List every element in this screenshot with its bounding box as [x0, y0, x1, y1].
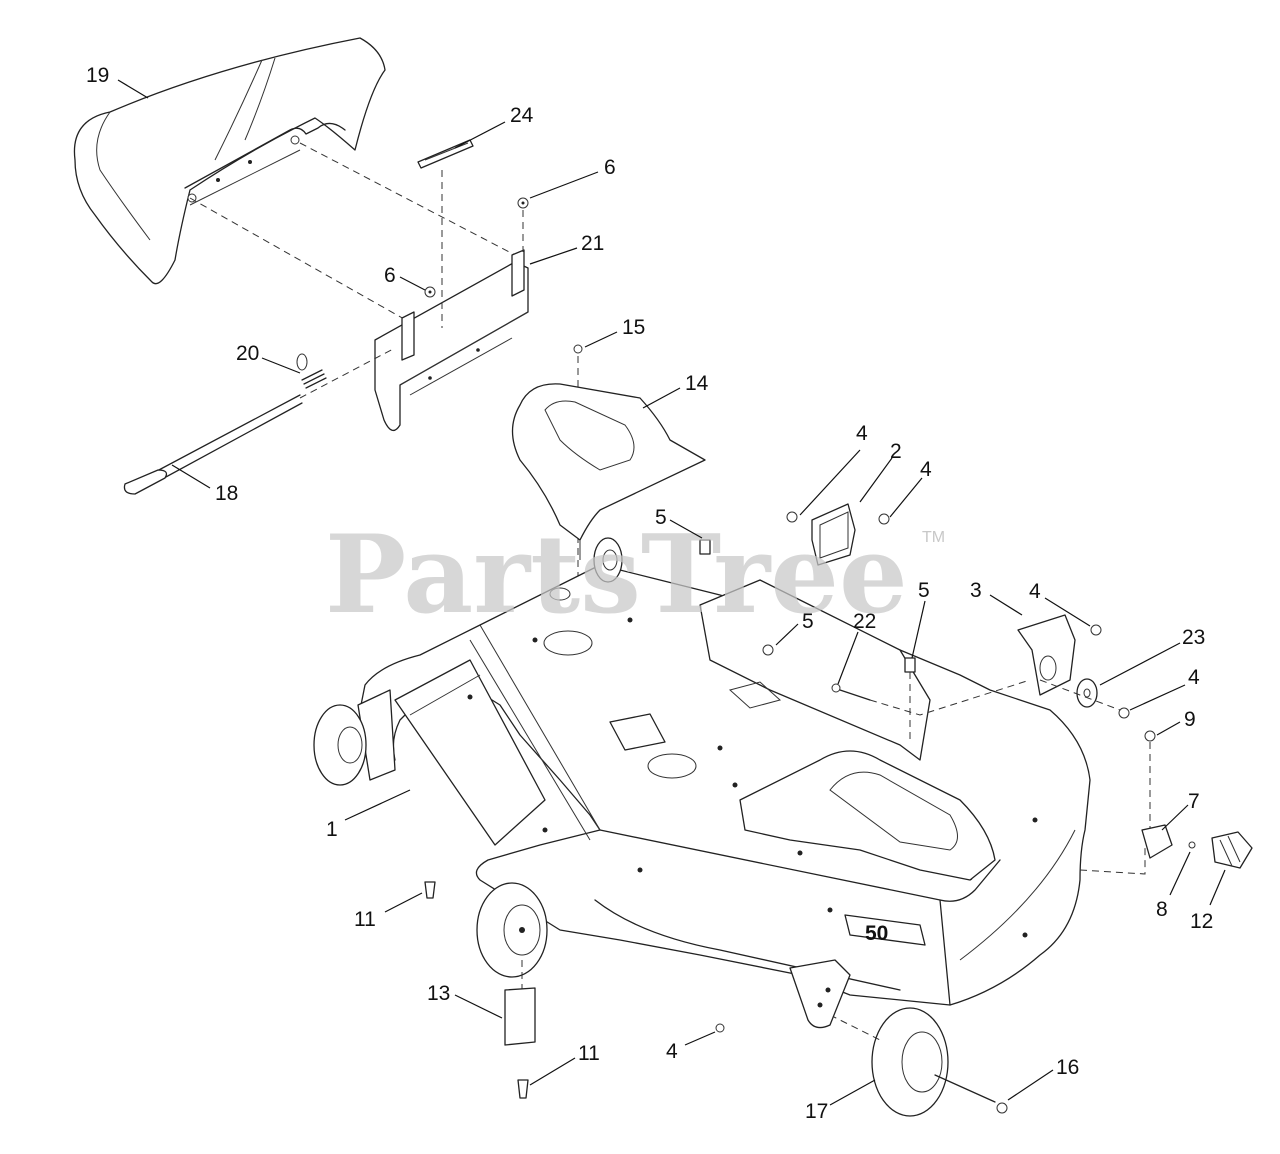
watermark-tm: TM	[922, 529, 945, 546]
mount-bracket-3	[1017, 614, 1102, 696]
bolt	[762, 644, 774, 656]
callout-18: 18	[215, 482, 238, 505]
callout-4: 4	[1188, 666, 1200, 689]
callout-5: 5	[655, 506, 667, 529]
callout-13: 13	[427, 982, 450, 1005]
gauge-wheel	[829, 1007, 949, 1117]
callout-4: 4	[856, 422, 868, 445]
anti-scalp-bracket	[1141, 824, 1173, 859]
callout-6: 6	[604, 156, 616, 179]
callout-2: 2	[890, 440, 902, 463]
callout-4: 4	[1029, 580, 1041, 603]
callout-5: 5	[802, 610, 814, 633]
roller	[1211, 831, 1253, 869]
callout-1: 1	[326, 818, 338, 841]
bolt	[517, 1079, 529, 1099]
callout-3: 3	[970, 579, 982, 602]
front-left-wheel	[313, 704, 367, 786]
callout-4: 4	[666, 1040, 678, 1063]
bolt	[904, 657, 916, 673]
idler-pulley	[593, 537, 623, 583]
wheel-bracket	[789, 959, 851, 1029]
callout-6: 6	[384, 264, 396, 287]
chute-rod	[123, 347, 396, 495]
bolt	[699, 539, 711, 555]
callout-5: 5	[918, 579, 930, 602]
callouts: 19 24 6 21 6 15 20 14 18 4 2 4 5 5 3 4 5…	[86, 64, 1213, 1123]
nut	[517, 197, 529, 209]
deck-badge: 50	[865, 922, 888, 945]
callout-8: 8	[1156, 898, 1168, 921]
spacer-tube	[504, 987, 536, 1046]
callout-16: 16	[1056, 1056, 1079, 1079]
mower-deck: 50	[357, 564, 1091, 1006]
callout-4: 4	[920, 458, 932, 481]
callout-23: 23	[1182, 626, 1205, 649]
nut	[715, 1023, 725, 1033]
washer	[1076, 678, 1098, 708]
chute-mount-bracket	[374, 249, 529, 432]
callout-17: 17	[805, 1100, 828, 1123]
callout-7: 7	[1188, 790, 1200, 813]
callout-15: 15	[622, 316, 645, 339]
callout-9: 9	[1184, 708, 1196, 731]
callout-20: 20	[236, 342, 259, 365]
callout-24: 24	[510, 104, 534, 127]
callout-11: 11	[578, 1042, 600, 1065]
discharge-chute	[73, 37, 386, 285]
front-center-wheel	[476, 882, 548, 978]
nut	[1144, 730, 1156, 742]
nut	[424, 286, 436, 298]
carriage-bolt	[831, 683, 871, 701]
callout-11: 11	[354, 908, 376, 931]
callout-12: 12	[1190, 910, 1213, 933]
callout-22: 22	[853, 610, 876, 633]
bolt	[573, 344, 583, 354]
mount-bracket-2	[786, 503, 890, 566]
idler-cover	[511, 383, 706, 560]
axle-bolt	[934, 1074, 1008, 1114]
decal	[417, 139, 474, 169]
spacer	[1188, 841, 1196, 849]
spring	[296, 353, 327, 389]
leader-lines	[117, 79, 1226, 1106]
bolt	[424, 881, 436, 899]
callout-19: 19	[86, 64, 109, 87]
callout-21: 21	[581, 232, 604, 255]
watermark: PartsTree	[325, 512, 908, 638]
nut	[1118, 707, 1130, 719]
callout-14: 14	[685, 372, 709, 395]
